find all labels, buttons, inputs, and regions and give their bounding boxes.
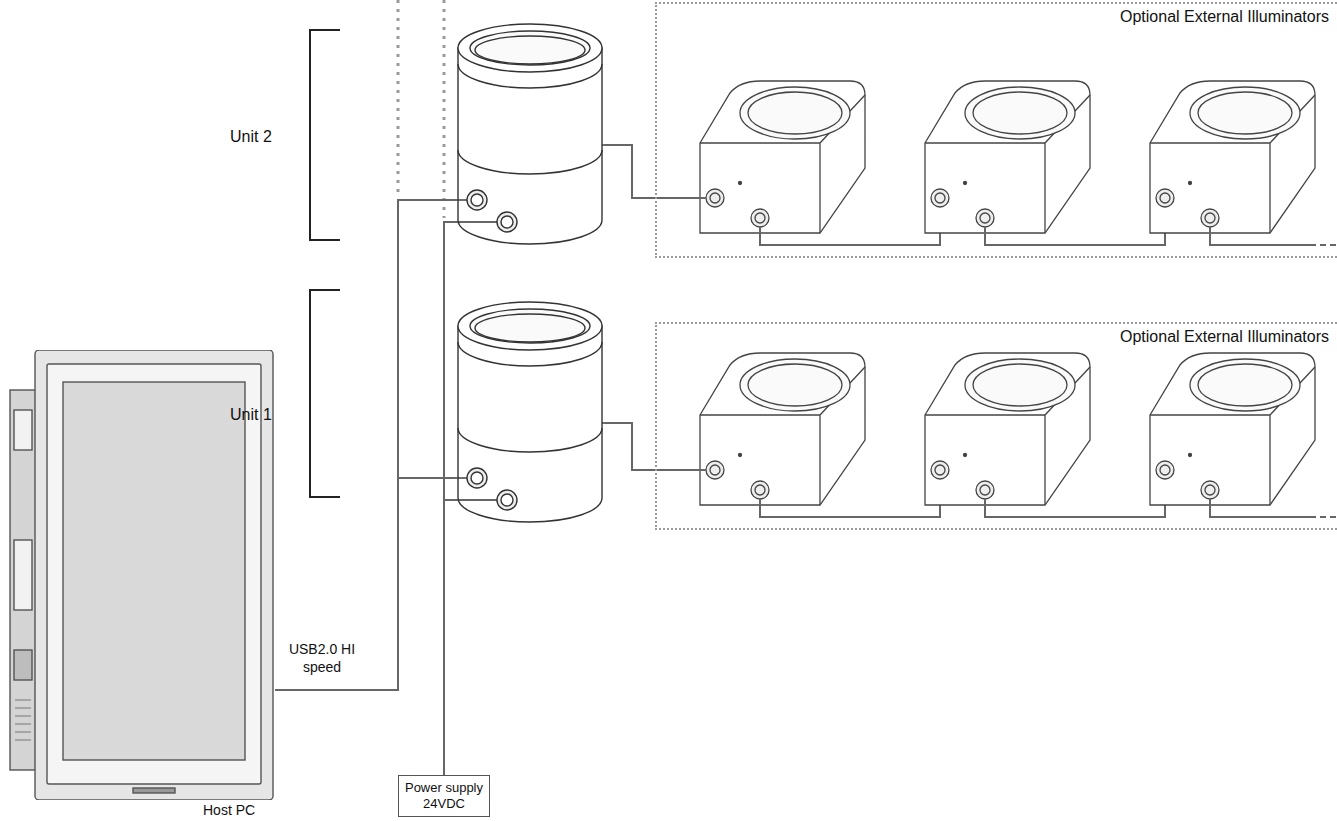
illuminator-wire — [1210, 227, 1337, 245]
illuminator — [1150, 353, 1315, 505]
illuminator — [925, 353, 1090, 505]
illuminator-wire — [985, 207, 1165, 245]
cable — [444, 222, 455, 775]
device-label: Host PC — [203, 802, 255, 818]
illuminator-region: Optional External Illuminators — [655, 2, 1337, 258]
illuminator — [700, 353, 865, 505]
illuminator-wire — [655, 198, 940, 245]
camera-unit-outline — [455, 20, 605, 245]
illuminator-wire — [1210, 499, 1337, 517]
illuminator-region: Optional External Illuminators — [655, 322, 1337, 530]
illuminator — [1150, 81, 1315, 233]
illuminator — [700, 81, 865, 233]
continuation-lines — [398, 0, 444, 218]
cable — [605, 145, 655, 198]
cable — [605, 423, 655, 470]
region-title: Optional External Illuminators — [1120, 328, 1329, 346]
power-continuation — [443, 0, 446, 218]
cable — [275, 200, 455, 690]
bracket — [310, 290, 340, 497]
illuminator-wire — [655, 470, 940, 517]
unit-label: Unit 1 — [230, 406, 272, 424]
camera-unit: Unit 2 — [455, 20, 605, 245]
cable — [275, 478, 455, 690]
illuminator-wire — [985, 479, 1165, 517]
region-title: Optional External Illuminators — [1120, 8, 1329, 26]
power-supply-label: Power supply 24VDC — [403, 780, 485, 812]
usb-continuation — [397, 0, 400, 196]
camera-unit-outline — [455, 298, 605, 523]
unit-label: Unit 2 — [230, 128, 272, 146]
external-illuminators — [655, 81, 1337, 517]
cable — [444, 500, 455, 775]
bracket — [310, 30, 340, 240]
illuminator — [925, 81, 1090, 233]
unit-brackets — [310, 30, 340, 497]
power-supply-box: Power supply 24VDC — [398, 775, 490, 817]
cable-label: USB2.0 HI speed — [282, 640, 362, 676]
camera-unit: Unit 1 — [455, 298, 605, 523]
